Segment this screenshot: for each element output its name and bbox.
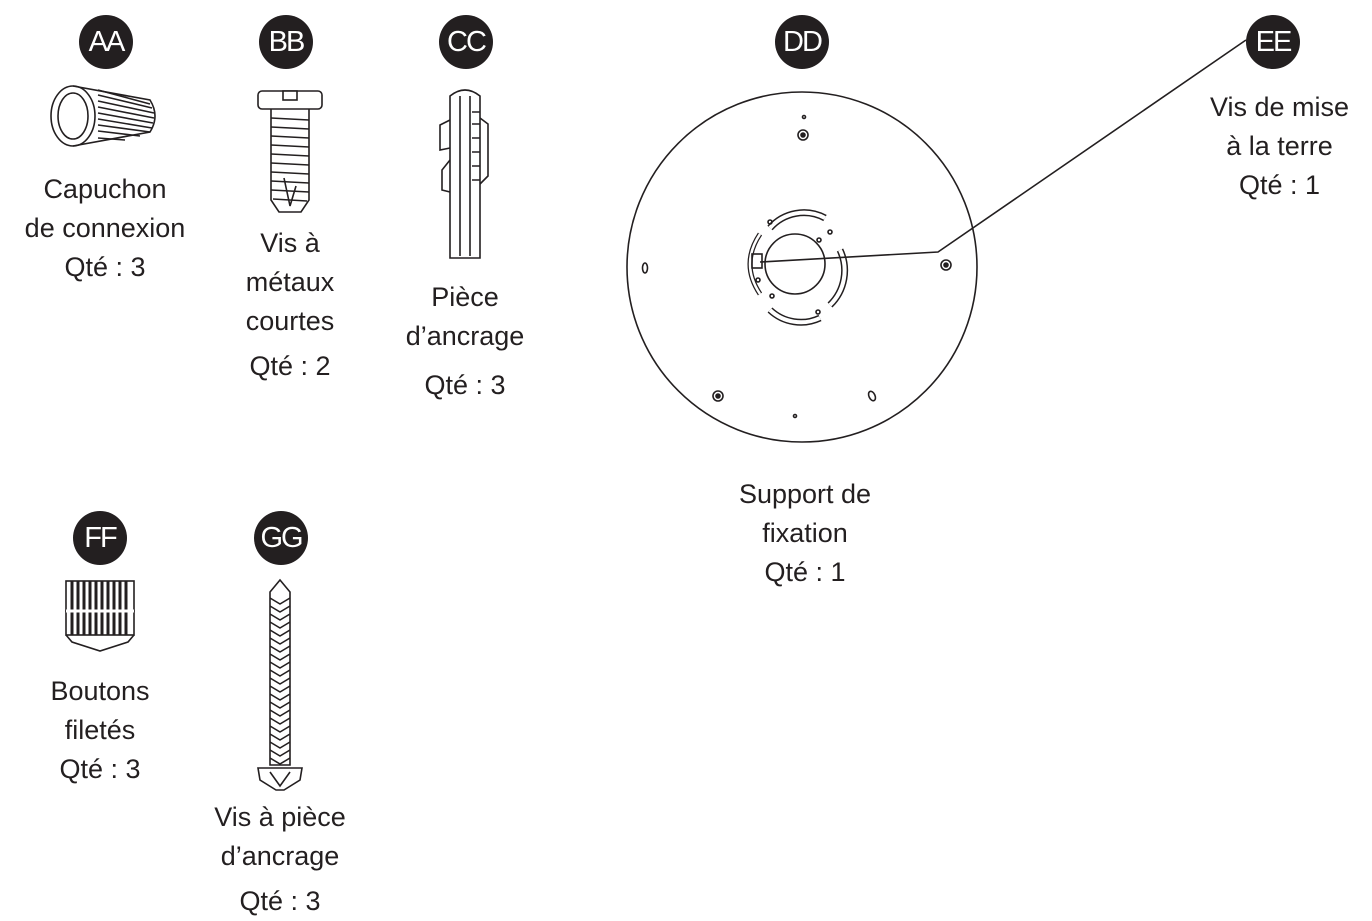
part-badge-cc: CC: [439, 15, 493, 69]
part-quantity: Qté : 2: [249, 351, 331, 381]
part-name-line-2: d’ancrage: [220, 841, 340, 871]
ground-screw-leader-line: [759, 39, 1247, 263]
part-name-line-2: d’ancrage: [405, 321, 525, 351]
threaded-knob-icon: [65, 580, 135, 652]
part-name-line-1: Vis de mise: [1209, 92, 1350, 122]
part-name-line-2: de connexion: [24, 213, 186, 243]
part-badge-bb: BB: [259, 15, 313, 69]
part-badge-gg: GG: [254, 511, 308, 565]
part-badge-aa: AA: [79, 15, 133, 69]
machine-screw-icon: [257, 90, 323, 213]
part-name-line-1: Pièce: [431, 282, 499, 312]
part-label-ff: Boutons filetés Qté : 3: [10, 672, 190, 789]
part-label-bb: Vis à métaux courtes Qté : 2: [200, 224, 380, 386]
part-name-line-2: fixation: [762, 518, 848, 548]
part-label-dd: Support de fixation Qté : 1: [705, 475, 905, 592]
part-label-aa: Capuchon de connexion Qté : 3: [0, 170, 210, 287]
long-screw-icon: [257, 578, 303, 791]
part-name-line-2: métaux: [245, 267, 335, 297]
part-name-line-1: Support de: [738, 479, 872, 509]
part-label-gg: Vis à pièce d’ancrage Qté : 3: [180, 798, 380, 921]
part-name-line-3: courtes: [245, 306, 335, 336]
part-name-line-1: Vis à: [260, 228, 320, 258]
part-quantity: Qté : 3: [64, 252, 146, 282]
part-label-cc: Pièce d’ancrage Qté : 3: [375, 278, 555, 405]
wire-connector-icon: [50, 85, 156, 147]
part-badge-ff: FF: [73, 511, 127, 565]
part-name-line-1: Capuchon: [43, 174, 167, 204]
part-badge-dd: DD: [775, 15, 829, 69]
part-quantity: Qté : 3: [59, 754, 141, 784]
part-quantity: Qté : 1: [1238, 170, 1321, 200]
part-name-line-2: à la terre: [1226, 131, 1333, 161]
part-quantity: Qté : 3: [424, 370, 506, 400]
part-name-line-2: filetés: [64, 715, 136, 745]
wall-anchor-icon: [439, 89, 489, 259]
part-quantity: Qté : 3: [239, 886, 321, 916]
part-badge-ee: EE: [1246, 15, 1300, 69]
mounting-bracket-plate-icon: [626, 91, 978, 443]
part-name-line-1: Vis à pièce: [214, 802, 346, 832]
part-quantity: Qté : 1: [764, 557, 846, 587]
part-label-ee: Vis de mise à la terre Qté : 1: [1192, 88, 1367, 205]
part-name-line-1: Boutons: [50, 676, 150, 706]
